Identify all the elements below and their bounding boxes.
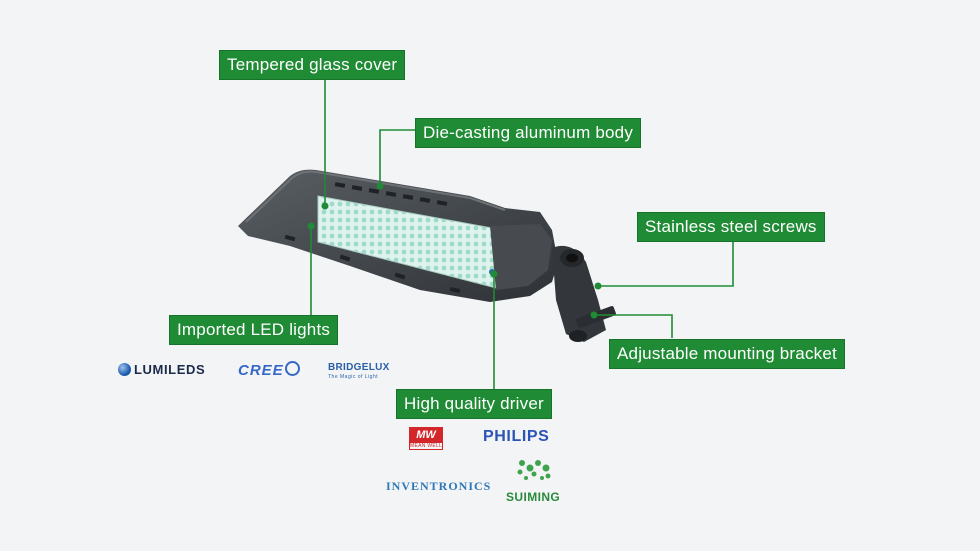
callout-adjustable-mounting-bracket: Adjustable mounting bracket	[609, 339, 845, 369]
callout-die-casting-body: Die-casting aluminum body	[415, 118, 642, 148]
callout-imported-led-lights: Imported LED lights	[169, 315, 339, 345]
callout-high-quality-driver: High quality driver	[396, 389, 552, 419]
leader-dots	[307, 182, 602, 319]
leader-lines	[310, 78, 734, 389]
suiming-logo: SUIMING	[506, 490, 561, 504]
philips-logo: PHILIPS	[483, 428, 550, 445]
callout-tempered-glass-cover: Tempered glass cover	[219, 50, 406, 80]
cree-mark-icon	[284, 361, 300, 376]
lumileds-mark-icon	[118, 363, 131, 376]
mean-well-logo: MW MEAN WELL	[409, 427, 443, 450]
callout-stainless-steel-screws: Stainless steel screws	[637, 212, 825, 242]
inventronics-logo: INVENTRONICS	[386, 479, 492, 493]
cree-logo: CREE	[238, 361, 300, 379]
bridgelux-logo: BRIDGELUX The Magic of Light	[328, 362, 390, 380]
lumileds-logo: LUMILEDS	[118, 362, 205, 377]
